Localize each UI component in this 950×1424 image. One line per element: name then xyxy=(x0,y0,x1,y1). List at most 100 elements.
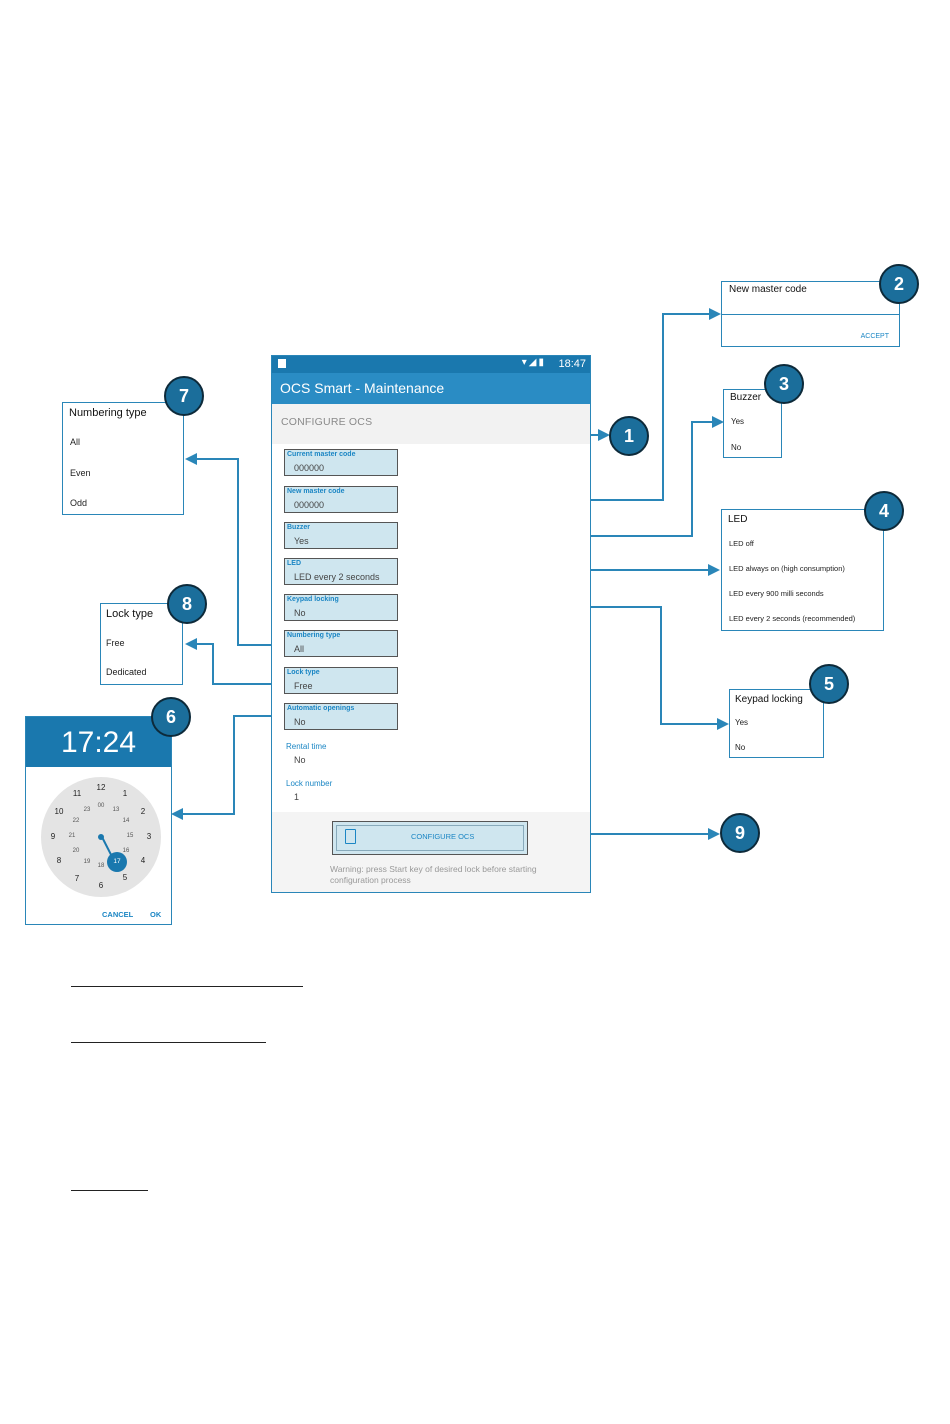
app-title: OCS Smart - Maintenance xyxy=(280,380,445,396)
field-label: LED xyxy=(287,560,301,567)
hour-8[interactable]: 8 xyxy=(56,856,62,865)
option-all[interactable]: All xyxy=(70,437,81,447)
dialog-title: Numbering type xyxy=(69,407,147,419)
field-label: Keypad locking xyxy=(287,596,339,603)
callout-badge-5: 5 xyxy=(809,664,849,704)
hour-3[interactable]: 3 xyxy=(146,832,152,841)
dialog-title: Buzzer xyxy=(730,392,762,403)
option-led-900ms[interactable]: LED every 900 milli seconds xyxy=(729,589,824,598)
field-label: Lock type xyxy=(287,669,320,676)
hour-22[interactable]: 22 xyxy=(72,818,80,824)
option-odd[interactable]: Odd xyxy=(70,498,88,508)
notification-icon xyxy=(278,359,286,368)
hour-23[interactable]: 23 xyxy=(83,807,91,813)
hour-20[interactable]: 20 xyxy=(72,848,80,854)
clock-center xyxy=(98,834,104,840)
current-master-code-field[interactable]: Current master code 000000 xyxy=(284,449,398,476)
wifi-signal-battery-icon: ▾◢▮ xyxy=(521,357,546,368)
callout-badge-4: 4 xyxy=(864,491,904,531)
field-label: Rental time xyxy=(286,742,327,751)
keypad-locking-dialog: Keypad locking Yes No xyxy=(729,689,824,758)
hour-9[interactable]: 9 xyxy=(50,832,56,841)
section-title: CONFIGURE OCS xyxy=(281,416,373,428)
hour-7[interactable]: 7 xyxy=(74,874,80,883)
selected-hour[interactable]: 17 xyxy=(107,852,127,872)
hour-15[interactable]: 15 xyxy=(126,833,134,839)
option-no[interactable]: No xyxy=(735,743,746,752)
option-led-2s[interactable]: LED every 2 seconds (recommended) xyxy=(729,614,856,623)
automatic-openings-field[interactable]: Automatic openings No xyxy=(284,703,398,730)
keypad-locking-field[interactable]: Keypad locking No xyxy=(284,594,398,621)
field-value: No xyxy=(294,717,306,727)
configure-ocs-button[interactable]: CONFIGURE OCS xyxy=(332,821,528,855)
time-picker-dialog: 17:24 12 1 2 3 4 5 6 7 8 9 10 11 00 13 1… xyxy=(25,716,172,925)
field-value: Free xyxy=(294,681,313,691)
callout-badge-1: 1 xyxy=(609,416,649,456)
buzzer-field[interactable]: Buzzer Yes xyxy=(284,522,398,549)
led-field[interactable]: LED LED every 2 seconds xyxy=(284,558,398,585)
option-led-off[interactable]: LED off xyxy=(729,539,754,548)
option-dedicated[interactable]: Dedicated xyxy=(106,667,147,677)
field-value: No xyxy=(294,755,306,765)
status-bar: ▾◢▮ 18:47 xyxy=(272,356,590,373)
dialog-title: Keypad locking xyxy=(735,694,803,705)
field-label: Buzzer xyxy=(287,524,310,531)
section-header: CONFIGURE OCS xyxy=(272,404,590,444)
callout-badge-9: 9 xyxy=(720,813,760,853)
hour-21[interactable]: 21 xyxy=(68,833,76,839)
new-master-code-field[interactable]: New master code 000000 xyxy=(284,486,398,513)
callout-badge-2: 2 xyxy=(879,264,919,304)
callout-badge-8: 8 xyxy=(167,584,207,624)
numbering-type-field[interactable]: Numbering type All xyxy=(284,630,398,657)
field-value: 000000 xyxy=(294,500,325,510)
field-label: Numbering type xyxy=(287,632,341,639)
callout-badge-3: 3 xyxy=(764,364,804,404)
field-value: LED every 2 seconds xyxy=(294,572,380,582)
option-even[interactable]: Even xyxy=(70,468,91,478)
option-free[interactable]: Free xyxy=(106,638,125,648)
option-yes[interactable]: Yes xyxy=(735,718,749,727)
hour-18[interactable]: 18 xyxy=(97,863,105,869)
accept-button[interactable]: ACCEPT xyxy=(860,333,889,340)
dialog-title: Lock type xyxy=(106,608,154,620)
hour-5[interactable]: 5 xyxy=(122,873,128,882)
hour-10[interactable]: 10 xyxy=(54,807,64,816)
led-dialog: LED LED off LED always on (high consumpt… xyxy=(721,509,884,631)
hour-00[interactable]: 00 xyxy=(97,803,105,809)
field-value: 000000 xyxy=(294,463,325,473)
hour-14[interactable]: 14 xyxy=(122,818,130,824)
hour-4[interactable]: 4 xyxy=(140,856,146,865)
field-label: New master code xyxy=(287,488,345,495)
app-bar: OCS Smart - Maintenance xyxy=(272,373,590,404)
time-display: 17:24 xyxy=(26,717,171,767)
field-value: No xyxy=(294,608,306,618)
underline-1 xyxy=(71,986,303,987)
hour-2[interactable]: 2 xyxy=(140,807,146,816)
phone-config-icon xyxy=(345,829,356,844)
field-value: All xyxy=(294,644,305,654)
hour-1[interactable]: 1 xyxy=(122,789,128,798)
hour-19[interactable]: 19 xyxy=(83,859,91,865)
option-led-always-on[interactable]: LED always on (high consumption) xyxy=(729,564,845,573)
dialog-title: LED xyxy=(728,514,748,525)
hour-12[interactable]: 12 xyxy=(96,783,106,792)
hour-16[interactable]: 16 xyxy=(122,848,130,854)
hour-13[interactable]: 13 xyxy=(112,807,120,813)
numbering-type-dialog: Numbering type All Even Odd xyxy=(62,402,184,515)
cancel-button[interactable]: CANCEL xyxy=(102,910,134,919)
dialog-title: New master code xyxy=(729,284,807,295)
field-value: 1 xyxy=(294,792,300,802)
hour-11[interactable]: 11 xyxy=(72,789,82,798)
option-yes[interactable]: Yes xyxy=(731,417,745,426)
underline-2 xyxy=(71,1042,266,1043)
clock-dial[interactable]: 12 1 2 3 4 5 6 7 8 9 10 11 00 13 14 15 1… xyxy=(41,777,161,897)
button-frame xyxy=(336,825,524,851)
input-underline[interactable] xyxy=(722,314,899,315)
option-no[interactable]: No xyxy=(731,443,742,452)
field-label: Automatic openings xyxy=(287,705,355,712)
lock-type-field[interactable]: Lock type Free xyxy=(284,667,398,694)
field-label: Current master code xyxy=(287,451,356,458)
status-time: 18:47 xyxy=(558,358,586,370)
ok-button[interactable]: OK xyxy=(150,910,162,919)
hour-6[interactable]: 6 xyxy=(98,881,104,890)
